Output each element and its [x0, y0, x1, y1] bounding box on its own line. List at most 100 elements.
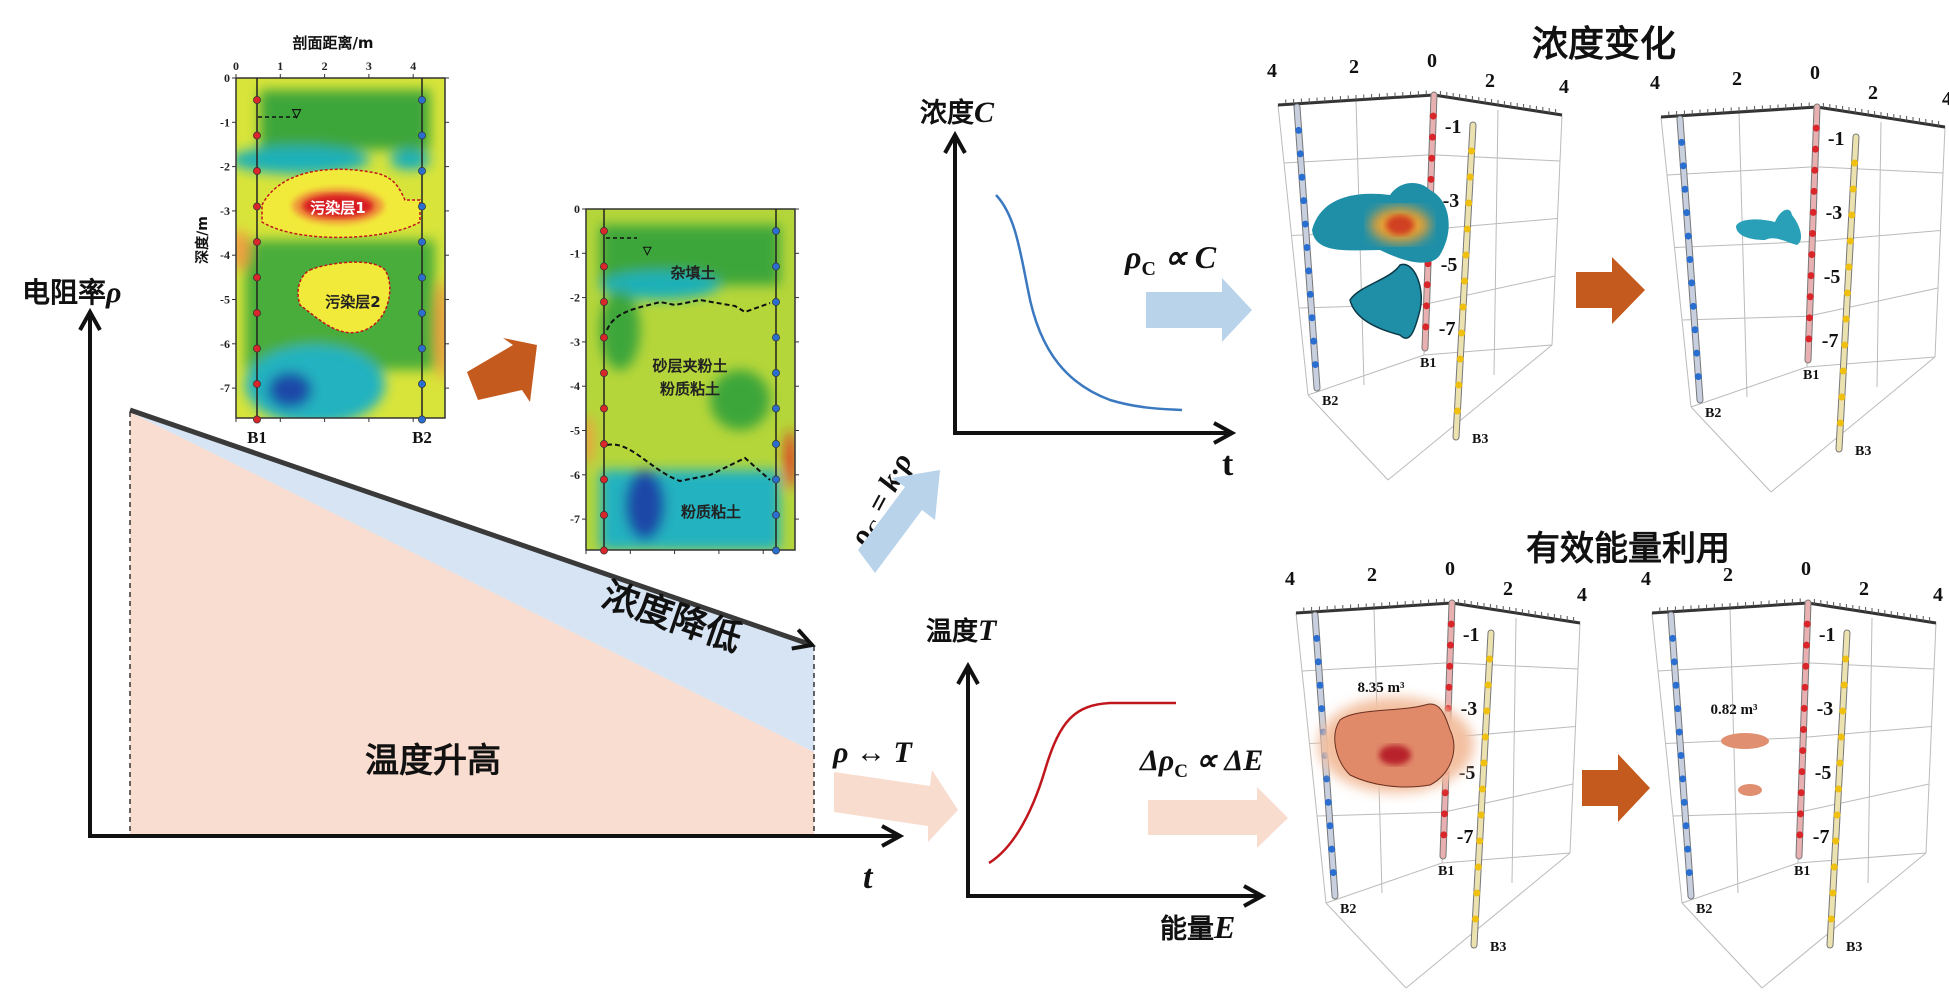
electrode-dot — [600, 546, 608, 555]
electrode-dot — [1812, 124, 1820, 132]
grid-line — [1511, 617, 1517, 884]
well-b1-label: B1 — [1794, 864, 1810, 879]
electrode-dot — [1684, 232, 1692, 240]
y-tick-label: -2 — [220, 160, 230, 174]
electrode-dot — [1679, 162, 1687, 170]
electrode-dot — [1851, 159, 1859, 167]
y-tick-label: 0 — [224, 71, 230, 85]
y-tick-label: -4 — [570, 379, 580, 393]
axis-tick-label: 4 — [1933, 584, 1943, 606]
grid-line — [1431, 154, 1561, 162]
x-tick-label: 3 — [366, 59, 372, 73]
electrode-dot — [772, 404, 780, 413]
y-tick-label: -7 — [220, 381, 230, 395]
axis-tick-label: 2 — [1732, 68, 1742, 90]
pink-arrow-right — [1148, 787, 1288, 848]
electrode-dot — [418, 131, 426, 140]
electrode-dot — [1830, 863, 1838, 871]
box-edge — [1797, 852, 1927, 864]
electrode-dot — [1423, 281, 1431, 289]
electrode-dot — [1468, 147, 1476, 155]
depth-tick-label: -5 — [1441, 254, 1458, 276]
electrode-dot — [1314, 658, 1322, 666]
box-edge — [1325, 862, 1443, 904]
electrode-dot — [1836, 419, 1844, 427]
electrode-dot — [1682, 822, 1690, 830]
electrode-dot — [1484, 681, 1492, 689]
electrode-dot — [1480, 759, 1488, 767]
concentration-change-title: 浓度变化 — [1532, 23, 1676, 65]
electrode-dot — [1803, 620, 1811, 628]
electrode-dot — [1812, 145, 1819, 153]
well-b2-label: B2 — [1340, 902, 1356, 917]
electrode-dot — [600, 440, 608, 448]
electrode-dot — [1798, 768, 1806, 776]
electrode-dot — [418, 202, 426, 211]
well-label-b1: B1 — [247, 428, 267, 447]
depth-tick-label: -7 — [1822, 330, 1839, 352]
electrode-dot — [418, 96, 426, 104]
electrode-dot — [1295, 126, 1303, 134]
y-tick-label: -6 — [570, 468, 580, 482]
resistivity-trend-arrow — [129, 407, 812, 645]
formula-delta-rho-prop-delta-e: ΔρC ∝ ΔE — [1139, 744, 1263, 782]
axis-tick-label: 4 — [1942, 88, 1949, 110]
electrode-dot — [1693, 349, 1701, 357]
electrode-dot — [418, 344, 426, 353]
box-edge — [1551, 114, 1563, 346]
x-axis-label: t — [863, 859, 874, 896]
box-edge — [1681, 862, 1799, 904]
electrode-dot — [1694, 373, 1702, 381]
axis-tick-label: 4 — [1650, 72, 1660, 94]
electrode-dot — [1311, 361, 1319, 369]
box-edge — [1423, 344, 1553, 356]
electrode-dot — [1423, 302, 1430, 310]
electrode-dot — [1686, 256, 1694, 263]
electrode-dot — [1845, 263, 1853, 271]
electrode-dot — [1806, 293, 1814, 301]
electrode-dot — [1684, 845, 1692, 853]
electrode-dot — [1681, 185, 1689, 193]
electrode-dot — [1306, 290, 1314, 298]
axis-tick-label: 2 — [1349, 56, 1359, 78]
x-tick-label: 1 — [277, 59, 283, 73]
electrode-dot — [1842, 315, 1850, 323]
electrode-dot — [1800, 726, 1807, 733]
grid-line — [1301, 662, 1450, 672]
depth-tick-label: -7 — [1813, 826, 1830, 848]
electrode-dot — [1810, 187, 1818, 195]
depth-tick-label: -3 — [1443, 190, 1460, 212]
electrode-dot — [1455, 381, 1463, 389]
electrode-dot — [1483, 707, 1491, 715]
electrode-dot — [1797, 789, 1805, 797]
axis-tick-label: 4 — [1285, 568, 1295, 590]
depth-tick-label: -3 — [1826, 202, 1843, 224]
electrode-dot — [253, 273, 261, 282]
volume-before-label: 8.35 m³ — [1358, 680, 1405, 696]
electrode-dot — [418, 238, 426, 246]
formula-rho-c-prop-c: ρC ∝ C — [1124, 239, 1217, 280]
y-tick-label: -3 — [570, 335, 580, 349]
y-axis-title: 深度/m — [194, 216, 211, 264]
electrode-dot — [1832, 837, 1840, 845]
depth-tick-label: -1 — [1445, 116, 1462, 138]
electrode-dot — [1461, 277, 1468, 285]
y-tick-label: -3 — [220, 204, 230, 218]
concentration-time-chart: 浓度C t — [920, 96, 1234, 483]
axis-tick-label: 4 — [1577, 584, 1587, 606]
depth-tick-label: -7 — [1439, 318, 1456, 340]
blue-arrow-right — [1146, 278, 1252, 342]
electrode-dot — [1803, 641, 1810, 649]
electrode-dot — [772, 262, 780, 271]
electrode-dot — [1844, 289, 1851, 297]
electrode-dot — [1797, 810, 1804, 818]
electrode-dot — [1805, 335, 1813, 343]
contamination-zone-1-label: 污染层1 — [310, 199, 365, 217]
box-edge — [1441, 852, 1571, 864]
axis-tick-label: 2 — [1367, 564, 1377, 586]
electrode-dot — [1839, 707, 1847, 715]
box-edge — [1806, 356, 1936, 368]
grid-line — [1657, 662, 1806, 672]
